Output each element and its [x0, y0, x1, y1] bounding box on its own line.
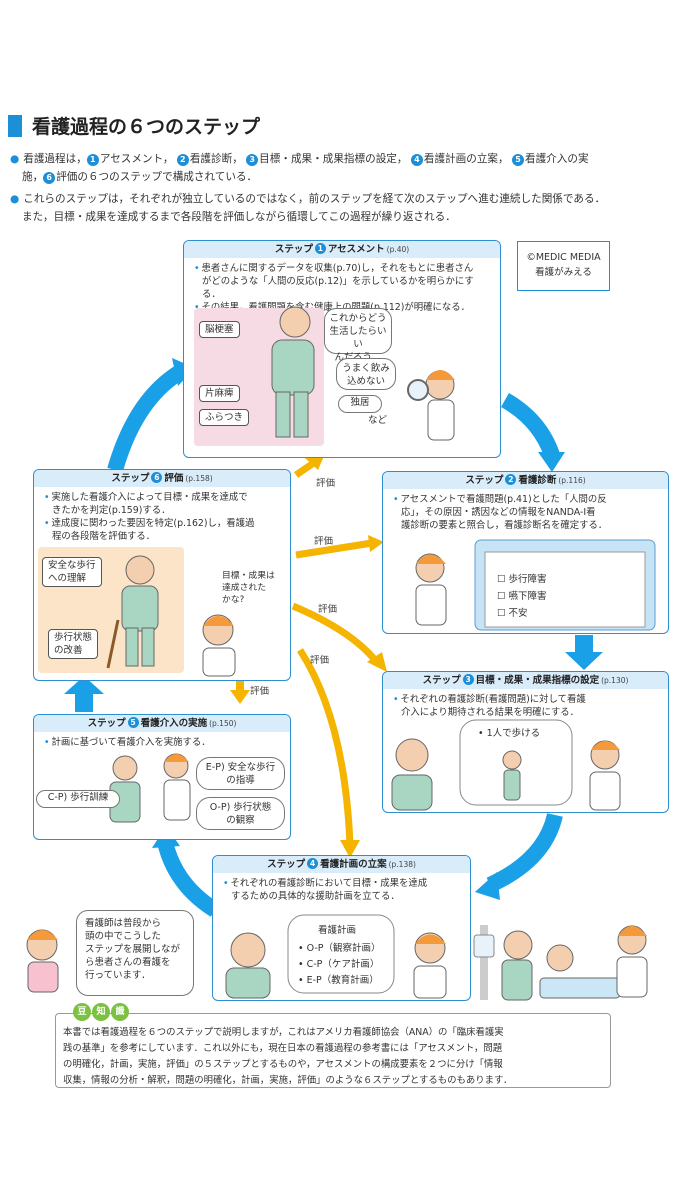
- step-4-text: •それぞれの看護診断において目標・成果を達成 するための具体的な援助計画を立てる…: [223, 878, 428, 902]
- page-title: 看護過程の６つのステップ: [32, 116, 261, 138]
- trivia-badge: 識: [111, 1003, 129, 1021]
- thought-bubble-alone: 独居: [338, 395, 382, 413]
- cp-bubble: C-P) 歩行訓練: [36, 790, 120, 808]
- plan-ep: • E-P（教育計画）: [298, 975, 379, 986]
- arrow-1-to-2: [500, 393, 560, 458]
- nurse-note-bubble: 看護師は普段から 頭の中でこうした ステップを展開しなが ら患者さんの看護を 行…: [76, 910, 194, 996]
- arrow-3-to-4: [486, 812, 563, 893]
- eval-arrow-3: [291, 602, 378, 663]
- arrow-2-to-3: [575, 635, 593, 653]
- diagnosis-list-item: ☐ 歩行障害: [497, 574, 547, 585]
- arrow-6-to-1: [107, 365, 185, 473]
- intro-line-3: ●これらのステップは，それぞれが独立しているのではなく，前のステップを経て次のス…: [10, 193, 606, 205]
- plan-cp: • C-P（ケア計画）: [298, 959, 380, 970]
- eval-label: 評価: [250, 686, 270, 697]
- step-number-1: 1: [86, 154, 99, 166]
- step-3-text: •それぞれの看護診断(看護問題)に対して看護 介入により期待される結果を明確にす…: [393, 694, 586, 718]
- bullet-icon: ●: [10, 153, 20, 165]
- ep-bubble: E-P) 安全な歩行の指導: [196, 757, 285, 790]
- copyright-box: ©MEDIC MEDIA 看護がみえる: [517, 241, 610, 291]
- evaluation-thought: 目標・成果は達成されたかな?: [222, 571, 275, 605]
- goal-bubble-text: • 1人で歩ける: [478, 728, 541, 739]
- step-1-text: •患者さんに関するデータを収集(p.70)し，それをもとに患者さん がどのような…: [194, 263, 474, 313]
- thought-bubble-swallow: うまく飲み込めない: [336, 358, 396, 390]
- trivia-text: 本書では看護過程を６つのステップで説明しますが，これはアメリカ看護師協会（ANA…: [63, 1027, 513, 1086]
- thought-bubble-worry: これからどう生活したらいいんだろう…: [324, 308, 392, 363]
- label-hemiplegia: 片麻痺: [199, 385, 240, 402]
- diagnosis-list-item: ☐ 不安: [497, 608, 528, 619]
- etc-label: など: [368, 415, 388, 426]
- step-number-5: 5: [511, 154, 524, 166]
- step-5-text: •計画に基づいて看護介入を実施する．: [44, 737, 211, 748]
- title-marker: [8, 115, 22, 137]
- label-gait-improvement: 歩行状態の改善: [48, 629, 99, 659]
- step-number-2: 2: [176, 154, 189, 166]
- arrow-5-to-6: [75, 690, 93, 712]
- step-number-4: 4: [410, 154, 423, 166]
- eval-arrow-2: [295, 539, 373, 559]
- eval-label: 評価: [310, 655, 330, 666]
- eval-arrow-4: [297, 648, 354, 846]
- eval-arrow-5: [236, 672, 244, 692]
- step-2-text: •アセスメントで看護問題(p.41)とした「人間の反 応」，その原因・誘因などの…: [393, 494, 608, 531]
- step-number-6: 6: [43, 172, 56, 184]
- trivia-badge: 豆: [73, 1003, 91, 1021]
- bullet-icon: ●: [10, 193, 20, 205]
- eval-label: 評価: [318, 604, 338, 615]
- trivia-badge: 知: [92, 1003, 110, 1021]
- diagnosis-list-item: ☐ 嚥下障害: [497, 591, 547, 602]
- label-safe-walking: 安全な歩行への理解: [42, 557, 102, 587]
- plan-op: • O-P（観察計画）: [298, 943, 381, 954]
- step-6-text: •実施した看護介入によって目標・成果を達成で きたかを判定(p.159)する． …: [44, 492, 255, 542]
- intro-line-4: また，目標・成果を達成するまで各段階を評価しながら循環してこの過程が繰り返される…: [22, 211, 456, 223]
- step-number-3: 3: [246, 154, 259, 166]
- eval-label: 評価: [314, 536, 334, 547]
- eval-label: 評価: [316, 478, 336, 489]
- label-unsteadiness: ふらつき: [199, 409, 250, 426]
- label-stroke: 脳梗塞: [199, 321, 240, 338]
- trivia-box: [55, 1013, 611, 1088]
- plan-title: 看護計画: [318, 925, 357, 936]
- arrow-4-to-5: [157, 839, 220, 917]
- op-bubble: O-P) 歩行状態の観察: [196, 797, 285, 830]
